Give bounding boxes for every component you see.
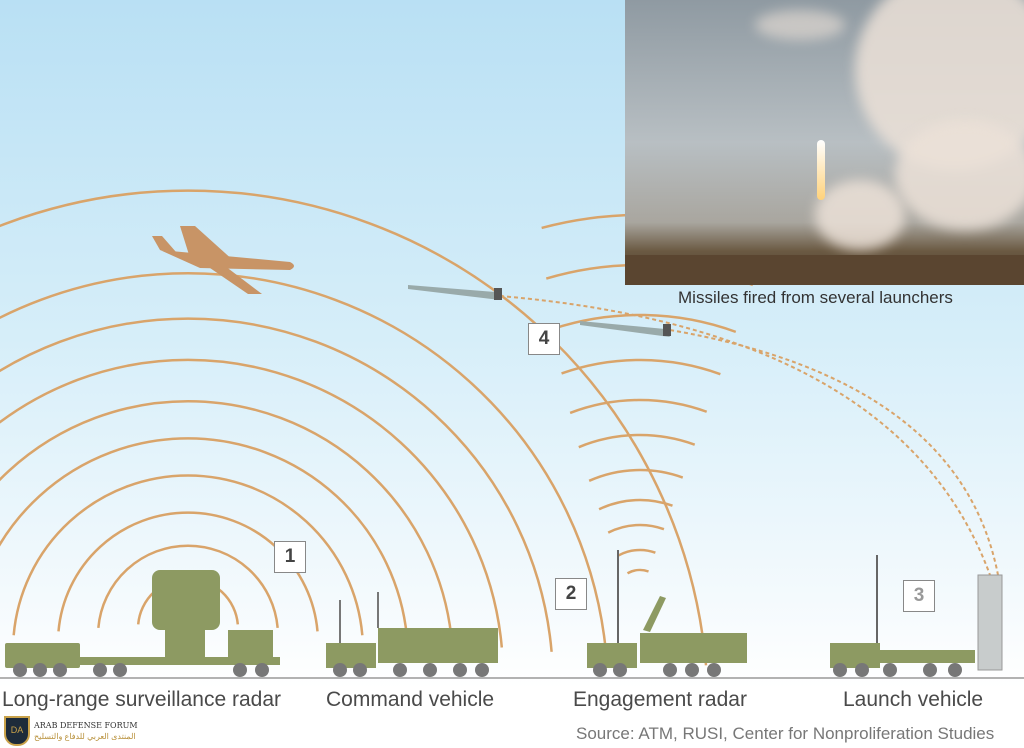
marker-3: 3 — [903, 580, 935, 612]
surveillance-radar-waves — [0, 189, 708, 666]
radar-wave-arc — [57, 511, 319, 632]
radar-wave-arc — [598, 498, 673, 511]
radar-wave-arc — [0, 437, 409, 640]
radar-wave-arc — [578, 433, 696, 449]
launch-vehicle — [830, 555, 1003, 677]
missile-launch-photo — [625, 0, 1024, 285]
label-engagement-radar: Engagement radar — [573, 688, 747, 711]
marker-1: 1 — [274, 541, 306, 573]
missile-trajectory — [669, 329, 999, 576]
ground — [625, 255, 1024, 285]
missile-icon — [408, 285, 502, 300]
radar-wave-arc — [0, 399, 454, 644]
radar-wave-arc — [588, 468, 684, 482]
label-launch-vehicle: Launch vehicle — [843, 688, 984, 711]
source-credit: Source: ATM, RUSI, Center for Nonprolife… — [576, 724, 995, 743]
radar-wave-arc — [97, 544, 279, 628]
radar-wave-arc — [561, 358, 721, 376]
marker-4: 4 — [528, 323, 560, 355]
radar-wave-arc — [12, 474, 364, 636]
label-command-vehicle: Command vehicle — [326, 688, 495, 711]
aircraft-icon — [152, 226, 294, 294]
radar-wave-arc — [553, 313, 737, 334]
radar-wave-arc — [0, 317, 553, 652]
photo-caption: Missiles fired from several launchers — [678, 288, 953, 307]
radar-wave-arc — [569, 398, 708, 415]
missile-flame — [817, 140, 825, 200]
radar-wave-arc — [626, 568, 649, 575]
logo-title: ARAB DEFENSE FORUM — [34, 721, 138, 730]
radar-wave-arc — [617, 548, 656, 557]
engagement-radar-vehicle — [587, 550, 747, 677]
radar-wave-arc — [0, 272, 608, 657]
label-surveillance-radar: Long-range surveillance radar — [2, 688, 281, 711]
logo-shield-icon: DA — [4, 716, 30, 746]
radar-wave-arc — [607, 523, 665, 534]
logo-arabic: المنتدى العربي للدفاع والتسليح — [34, 732, 136, 741]
command-vehicle — [326, 592, 498, 677]
watermark-logo: DA ARAB DEFENSE FORUM المنتدى العربي للد… — [4, 716, 138, 746]
missile-trajectory — [499, 295, 991, 576]
missile-icon — [580, 321, 671, 337]
surveillance-radar-vehicle — [5, 570, 280, 677]
radar-wave-arc — [0, 358, 504, 648]
marker-2: 2 — [555, 578, 587, 610]
